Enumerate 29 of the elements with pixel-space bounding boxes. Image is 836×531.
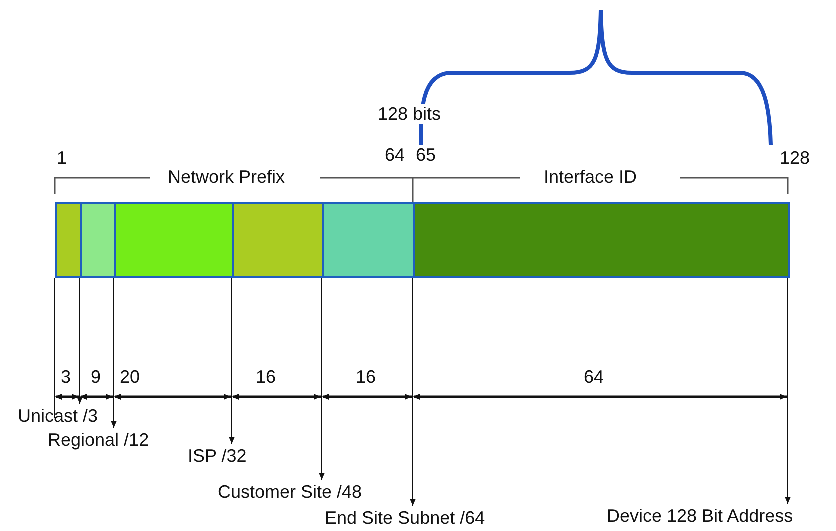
address-segment [413, 202, 790, 278]
leader-line [77, 278, 83, 404]
address-segment [55, 202, 82, 278]
leader-line [229, 278, 235, 444]
leader-line [410, 278, 416, 506]
field-label: End Site Subnet /64 [325, 508, 486, 528]
address-segment [80, 202, 116, 278]
field-label: Unicast /3 [18, 406, 98, 426]
leader-line [319, 278, 325, 480]
bit-position-label: 128 [780, 148, 810, 168]
bit-position-label: 128 bits [378, 104, 442, 124]
field-label: Customer Site /48 [218, 482, 362, 502]
dimension-value: 16 [256, 367, 276, 387]
dimension-value: 9 [91, 367, 102, 387]
dimension-value: 64 [584, 367, 604, 387]
field-label: ISP /32 [188, 446, 247, 466]
field-label: Regional /12 [48, 430, 150, 450]
field-label: Device 128 Bit Address [607, 506, 794, 526]
dimension-value: 16 [356, 367, 376, 387]
leader-line [785, 278, 791, 504]
dimension-value: 3 [61, 367, 72, 387]
bit-position-label: 1 [57, 148, 68, 168]
address-segment [114, 202, 234, 278]
bit-position-label: 65 [416, 145, 436, 165]
bit-position-label: 64 [385, 145, 406, 165]
leader-line [111, 278, 117, 428]
address-segment [232, 202, 324, 278]
dimension-value: 20 [120, 367, 140, 387]
address-segment [322, 202, 415, 278]
